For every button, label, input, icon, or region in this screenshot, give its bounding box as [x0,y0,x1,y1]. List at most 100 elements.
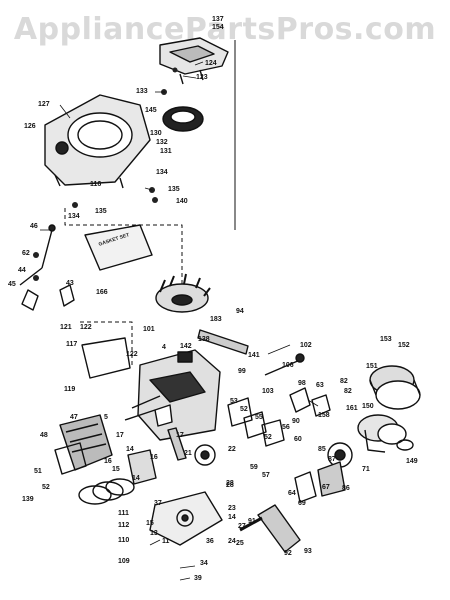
part-number: 130 [150,130,162,137]
part-number: 149 [406,458,418,465]
part-number: 103 [262,388,274,395]
filter-element [162,106,204,132]
part-number: 106 [282,362,294,369]
part-number: 132 [156,139,168,146]
part-number: 27 [238,523,246,530]
part-number: 60 [294,436,302,443]
oil-base [149,491,223,546]
part-number: 109 [118,558,130,565]
part-number: 39 [194,575,202,582]
part-number: 52 [240,406,248,413]
part-number: 22 [228,446,236,453]
part-number: 48 [40,432,48,439]
watermark-logo: AppliancePartsPros.com [13,12,437,47]
part-number: 14 [228,514,236,521]
crankcase-block [137,349,221,441]
part-number: 98 [298,380,306,387]
part-number: 91 [248,518,256,525]
part-number: 110 [118,537,130,544]
part-number: 121 [60,324,72,331]
part-number: 15 [146,520,154,527]
part-number: 17 [176,432,184,439]
governor-parts [264,353,331,417]
part-number: 154 [212,24,224,31]
part-number: 55 [255,414,263,421]
part-number: 52 [42,484,50,491]
part-number: 53 [230,398,238,405]
part-number: 59 [250,464,258,471]
part-number: 133 [136,88,148,95]
part-number: 28 [226,480,234,487]
part-number: 99 [238,368,246,375]
part-number: 92 [284,550,292,557]
part-number: 56 [282,424,290,431]
part-number: 122 [80,324,92,331]
part-number: 119 [64,386,76,393]
part-number: 90 [292,418,300,425]
part-number: 122 [126,351,138,358]
part-number: 64 [288,490,296,497]
throttle-linkage [19,224,56,311]
part-number: 142 [180,343,192,350]
breather-assembly [227,397,285,447]
part-number: 16 [104,458,112,465]
gasket-set-sheet [84,224,153,271]
part-number: 45 [8,281,16,288]
part-number: 82 [340,378,348,385]
fuel-parts [294,442,353,503]
small-fasteners [33,67,178,281]
part-number: 86 [342,485,350,492]
part-number: 112 [118,522,130,529]
part-number: 24 [228,538,236,545]
part-number: 4 [162,344,166,351]
part-number: 151 [366,363,378,370]
blower-housing [44,94,151,189]
part-number: 134 [156,169,168,176]
part-number: 28 [226,482,234,489]
part-number: 117 [66,341,78,348]
part-number: 34 [200,560,208,567]
part-number: 85 [318,446,326,453]
part-number: 123 [196,74,208,81]
part-number: 43 [66,280,74,287]
oil-seal [396,439,414,451]
part-number: 134 [68,213,80,220]
part-number: 25 [236,540,244,547]
part-number: 44 [18,267,26,274]
cylinder-head [59,414,113,471]
part-number: 152 [398,342,410,349]
part-number: 14 [126,446,134,453]
part-number: 57 [262,472,270,479]
part-number: 138 [198,336,210,343]
part-number: 150 [362,403,374,410]
ignition-coil [197,329,249,355]
part-number: 46 [30,223,38,230]
part-number: 13 [150,530,158,537]
part-number: 140 [176,198,188,205]
part-number: 102 [300,342,312,349]
piston-rings [78,478,135,505]
valve-train [124,395,216,466]
leader-lines [40,61,319,581]
part-number: 52 [264,434,272,441]
part-number: 36 [206,538,214,545]
part-number: 127 [38,101,50,108]
part-number: 161 [346,405,358,412]
part-number: 126 [24,123,36,130]
part-number: 17 [116,432,124,439]
part-number: 51 [34,468,42,475]
muffler [357,414,407,453]
part-number: 145 [145,107,157,114]
part-number: 23 [228,505,236,512]
part-number: 5 [104,414,108,421]
part-number: 111 [118,510,129,517]
part-number: 116 [90,181,102,188]
part-number: 14 [132,475,140,482]
piston [127,449,157,485]
part-number: 135 [95,208,107,215]
part-number: 94 [236,308,244,315]
part-number: 93 [304,548,312,555]
part-number: 21 [184,450,192,457]
leader-dashed [80,321,133,368]
